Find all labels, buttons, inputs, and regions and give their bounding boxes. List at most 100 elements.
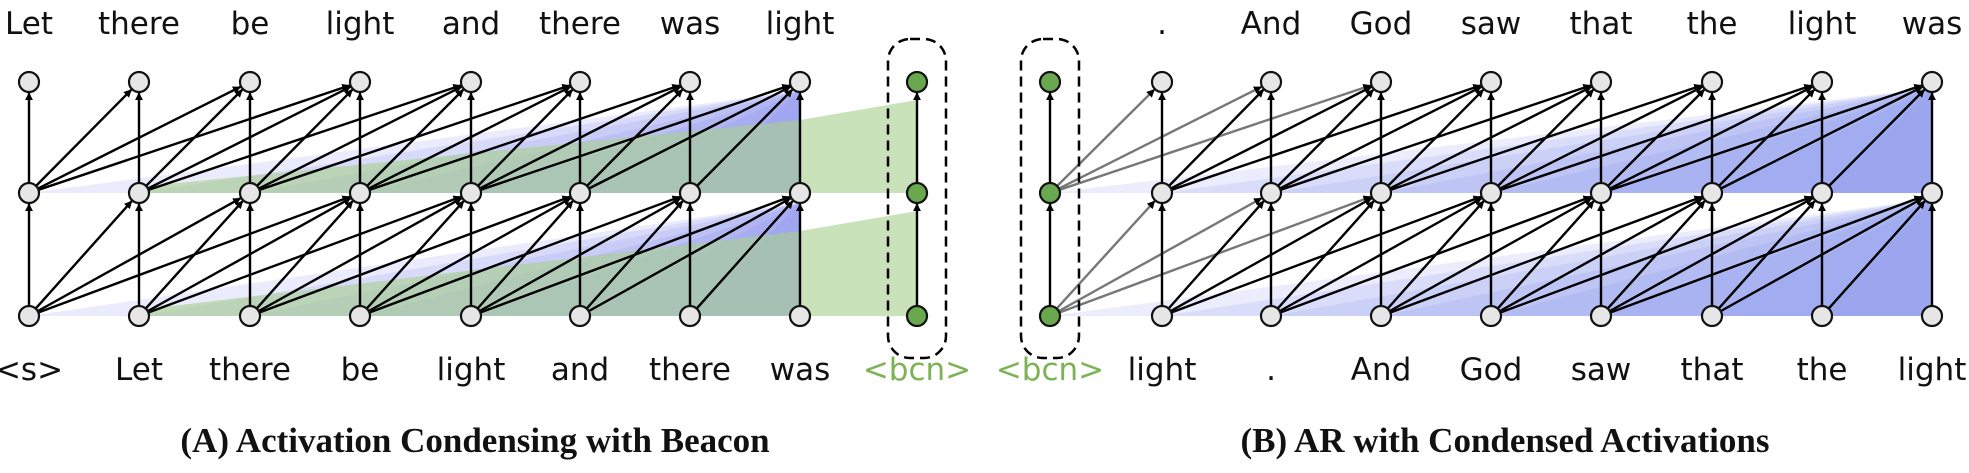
panel-a-token-node xyxy=(127,181,151,205)
panel-a-token-node xyxy=(348,70,372,94)
panel-b-input-token: And xyxy=(1351,352,1412,388)
panel-a-condensed-fill-0 xyxy=(139,100,917,193)
panel-b-input-token: light xyxy=(1128,352,1197,388)
panel-b-edge xyxy=(1717,200,1816,310)
panel-a-token-node xyxy=(348,304,372,328)
panel-b-output-token: And xyxy=(1241,6,1302,42)
panel-a-input-token: Let xyxy=(115,352,163,388)
panel-a-token-node xyxy=(238,304,262,328)
panel-a-output-token: was xyxy=(660,6,721,42)
panel-b-input-token: that xyxy=(1681,352,1744,388)
panel-a-beacon-node xyxy=(905,70,929,94)
panel-b-edge xyxy=(1607,88,1706,187)
panel-b-token-node xyxy=(1920,181,1944,205)
panel-b-token-node xyxy=(1589,304,1613,328)
panel-b-token-node xyxy=(1589,181,1613,205)
panel-a-token-node xyxy=(348,181,372,205)
panel-b-edge xyxy=(1387,88,1485,187)
panel-b-token-node xyxy=(1369,304,1393,328)
panel-a-edge xyxy=(145,88,244,187)
panel-a-token-node xyxy=(17,70,41,94)
panel-b-beacon-box xyxy=(1019,37,1081,360)
panel-a-beacon-node xyxy=(905,304,929,328)
panel-b-output-token: the xyxy=(1687,6,1738,42)
panel-b-token-node xyxy=(1150,304,1174,328)
panel-b-edge xyxy=(1828,88,1926,187)
panel-b-edge xyxy=(1827,200,1926,310)
panel-a-token-node xyxy=(678,181,702,205)
panel-b-edge xyxy=(1718,88,1816,187)
panel-a-edge xyxy=(695,200,794,310)
panel-a-token-node xyxy=(238,181,262,205)
panel-a-token-node xyxy=(17,181,41,205)
panel-a-edge xyxy=(256,88,354,187)
panel-a-edge xyxy=(255,200,354,310)
panel-a-edge xyxy=(586,88,684,187)
panel-a-token-node xyxy=(788,304,812,328)
panel-b-token-node xyxy=(1920,304,1944,328)
panel-b-input-token: . xyxy=(1266,352,1276,388)
panel-a-beacon-node xyxy=(905,181,929,205)
panel-a-beacon-label: <bcn> xyxy=(863,352,971,388)
panel-a-token-node xyxy=(788,181,812,205)
panel-b-token-node xyxy=(1259,70,1283,94)
panel-b-token-node xyxy=(1700,181,1724,205)
panel-a-token-node xyxy=(127,304,151,328)
panel-a-output-token: and xyxy=(442,6,500,42)
panel-b-edge xyxy=(1168,89,1265,187)
panel-b-output-token: saw xyxy=(1461,6,1522,42)
panel-b-fan-0-3 xyxy=(1381,88,1932,193)
panel-b-beacon-edge xyxy=(1058,197,1263,313)
panel-b-token-node xyxy=(1259,181,1283,205)
panel-a-edges xyxy=(25,83,921,314)
panel-b-input-token: the xyxy=(1797,352,1848,388)
panel-a-edge xyxy=(144,200,244,310)
panel-a-edge xyxy=(368,85,571,190)
panel-b-input-token: God xyxy=(1460,352,1523,388)
panel-b-token-node xyxy=(1150,70,1174,94)
panel-b-token-node xyxy=(1700,70,1724,94)
panel-a-input-token: was xyxy=(770,352,831,388)
panel-b-token-node xyxy=(1920,70,1944,94)
panel-a-edge xyxy=(365,200,465,310)
panel-b-token-node xyxy=(1259,304,1283,328)
panel-b-nodes xyxy=(1038,70,1944,328)
panel-b-token-node xyxy=(1810,181,1834,205)
panel-a-token-node xyxy=(568,70,592,94)
panel-a-output-token: light xyxy=(326,6,395,42)
panel-b-token-node xyxy=(1369,181,1393,205)
panel-b-edge xyxy=(1277,88,1375,187)
panel-b-output-token: light xyxy=(1788,6,1857,42)
panel-a-beacon-box xyxy=(886,37,948,360)
panel-a-edge xyxy=(368,197,572,313)
panel-b-output-token: . xyxy=(1157,6,1167,42)
panel-b-token-node xyxy=(1369,70,1393,94)
panel-a-edge xyxy=(35,88,133,187)
panel-b-beacon-edge xyxy=(1056,88,1156,187)
panel-a-input-token: light xyxy=(437,352,506,388)
panel-a-token-node xyxy=(678,304,702,328)
panel-b-edge xyxy=(1496,200,1595,310)
panel-a-input-token: there xyxy=(649,352,731,388)
panel-b-beacon-node xyxy=(1038,181,1062,205)
panel-b-output-token: was xyxy=(1902,6,1963,42)
panel-a-token-node xyxy=(568,304,592,328)
panel-a-output-token: light xyxy=(766,6,835,42)
panel-b-token-node xyxy=(1479,304,1503,328)
panel-b-token-node xyxy=(1479,181,1503,205)
panel-a-condensed-fill-1 xyxy=(139,211,917,316)
panel-b-token-node xyxy=(1700,304,1724,328)
panel-a-token-node xyxy=(127,70,151,94)
panel-b-beacon-edge xyxy=(1058,85,1262,190)
panel-a-edge xyxy=(585,200,684,310)
panel-a-input-token: be xyxy=(341,352,380,388)
panel-a-input-token: and xyxy=(551,352,609,388)
panel-b-beacon-node xyxy=(1038,304,1062,328)
panel-a-edge xyxy=(696,88,794,187)
panel-a-token-node xyxy=(459,304,483,328)
panel-a-token-node xyxy=(788,70,812,94)
panel-b-token-node xyxy=(1589,70,1613,94)
